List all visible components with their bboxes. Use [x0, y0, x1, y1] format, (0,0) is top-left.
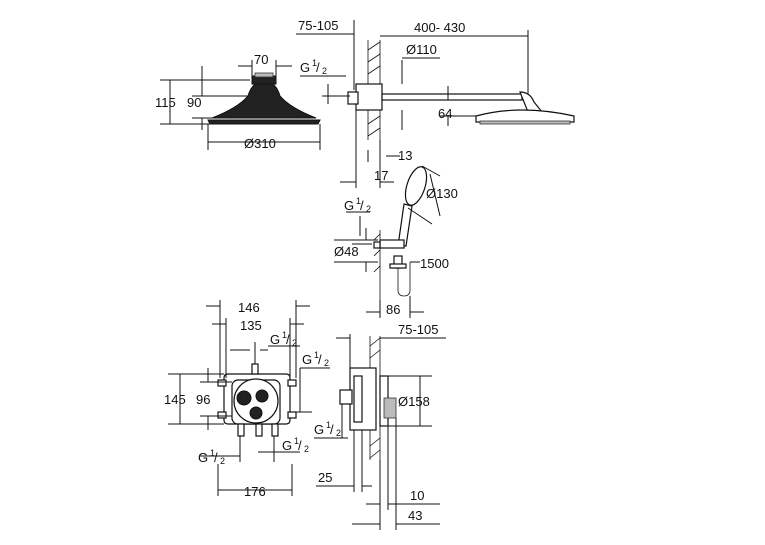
hand-shower: Ø130 G 1 / 2 Ø48 1500 86	[334, 165, 458, 318]
dim-90: 90	[187, 95, 201, 110]
svg-text:/: /	[316, 60, 320, 75]
svg-text:/: /	[330, 422, 334, 437]
head-shower-side-view: 75-105 400- 430 Ø110 G 1 / 2 64 13	[296, 18, 575, 188]
g-thread-label-valve-side: G 1 / 2	[314, 420, 341, 438]
dim-176: 176	[244, 484, 266, 499]
g-thread-label-valve-right: G 1 / 2	[302, 350, 329, 368]
dim-1500: 1500	[420, 256, 449, 271]
svg-text:G: G	[198, 450, 208, 465]
svg-text:G: G	[300, 60, 310, 75]
g-thread-label-hand: G 1 / 2	[344, 196, 371, 214]
svg-text:/: /	[318, 352, 322, 367]
svg-text:1: 1	[312, 58, 317, 68]
dim-17: 17	[374, 168, 388, 183]
dim-13: 13	[398, 148, 412, 163]
valve-side-view: 75-105 Ø158 G 1 / 2 25 10 43	[314, 322, 446, 530]
svg-text:2: 2	[304, 444, 309, 454]
svg-text:G: G	[302, 352, 312, 367]
dim-diameter-48: Ø48	[334, 244, 359, 259]
svg-text:2: 2	[324, 358, 329, 368]
g-thread-label-valve-top: G 1 / 2	[270, 330, 297, 348]
svg-text:1: 1	[282, 330, 287, 340]
svg-text:2: 2	[220, 456, 225, 466]
svg-text:G: G	[344, 198, 354, 213]
svg-text:/: /	[286, 332, 290, 347]
svg-text:1: 1	[314, 350, 319, 360]
dim-146: 146	[238, 300, 260, 315]
dim-75-105-bottom: 75-105	[398, 322, 438, 337]
dim-diameter-110: Ø110	[406, 42, 437, 57]
dim-135: 135	[240, 318, 262, 333]
svg-text:G: G	[282, 438, 292, 453]
svg-text:2: 2	[322, 66, 327, 76]
svg-text:/: /	[298, 438, 302, 453]
svg-text:1: 1	[356, 196, 361, 206]
svg-text:2: 2	[336, 428, 341, 438]
svg-text:/: /	[214, 450, 218, 465]
g-thread-label-valve-bottom-left: G 1 / 2	[198, 448, 225, 466]
dim-diameter-310: Ø310	[244, 136, 276, 151]
g-thread-label-top: G 1 / 2	[300, 58, 327, 76]
dim-diameter-130: Ø130	[426, 186, 458, 201]
dim-43: 43	[408, 508, 422, 523]
svg-text:1: 1	[326, 420, 331, 430]
svg-text:1: 1	[210, 448, 215, 458]
dim-25: 25	[318, 470, 332, 485]
svg-text:/: /	[360, 198, 364, 213]
dim-400-430: 400- 430	[414, 20, 465, 35]
svg-text:2: 2	[292, 338, 297, 348]
dim-75-105-top: 75-105	[298, 18, 338, 33]
valve-front-view: 146 135 G 1 / 2 G 1 / 2	[164, 300, 330, 499]
svg-text:G: G	[270, 332, 280, 347]
dim-96: 96	[196, 392, 210, 407]
dim-145: 145	[164, 392, 186, 407]
svg-text:2: 2	[366, 204, 371, 214]
dim-10: 10	[410, 488, 424, 503]
svg-text:1: 1	[294, 436, 299, 446]
g-thread-label-valve-bottom-right: G 1 / 2	[282, 436, 309, 454]
head-shower-front-view: 70 115 90 Ø310	[155, 52, 321, 151]
dim-diameter-158: Ø158	[398, 394, 430, 409]
dim-70: 70	[254, 52, 268, 67]
dim-64: 64	[438, 106, 452, 121]
svg-text:G: G	[314, 422, 324, 437]
dim-86: 86	[386, 302, 400, 317]
dim-115: 115	[155, 95, 176, 110]
